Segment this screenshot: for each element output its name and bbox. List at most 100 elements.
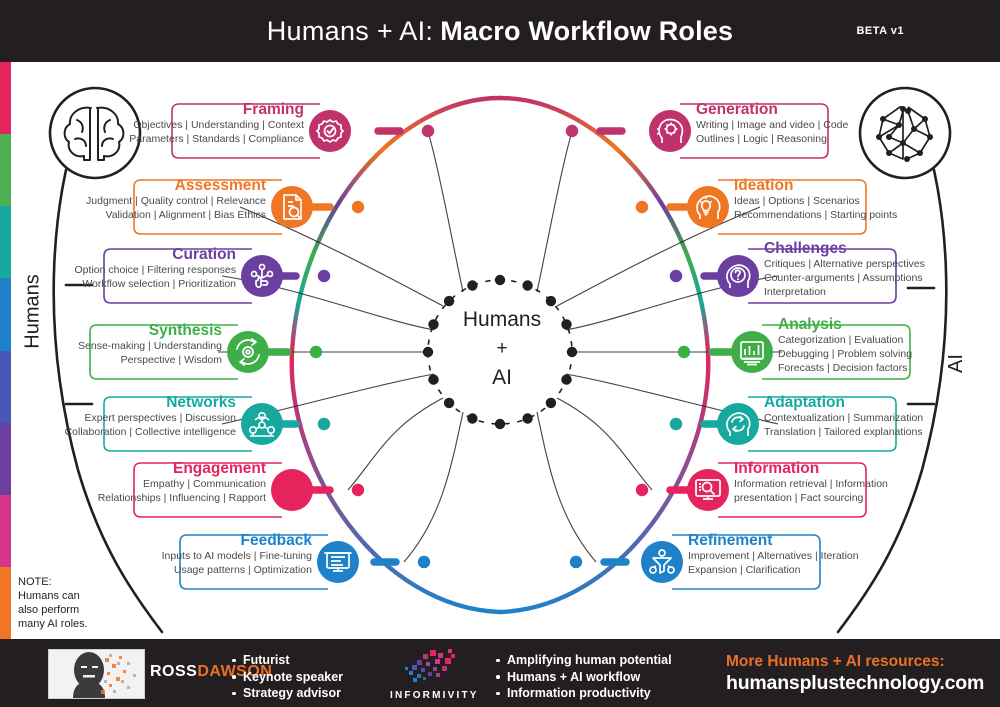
role-icon-information[interactable] [687, 469, 729, 511]
role-desc-line-2: Collaboration | Collective intelligence [64, 426, 236, 439]
connector-node-dot [421, 124, 435, 138]
connector-node-dot [569, 555, 583, 569]
hub-perimeter-dot [545, 295, 557, 307]
footer-bullet-right-1: Amplifying human potential [496, 652, 672, 669]
role-desc-line-3: Interpretation [764, 285, 826, 298]
role-icon-generation[interactable] [649, 110, 691, 152]
color-strip [0, 62, 11, 639]
role-icon-framing[interactable] [309, 110, 351, 152]
role-title: Curation [172, 246, 236, 263]
role-desc-line-1: Expert perspectives | Discussion [84, 412, 236, 424]
hub-perimeter-dot [467, 280, 478, 291]
role-desc-line-1: Inputs to AI models | Fine-tuning [161, 550, 312, 562]
hub-perimeter-dot [522, 413, 533, 424]
role-desc-line-2: Debugging | Problem solving [778, 347, 913, 360]
role-title: Refinement [688, 532, 773, 549]
hub-perimeter-dot [522, 280, 533, 291]
footer-bullet-left-3: Strategy advisor [232, 685, 343, 702]
hub-perimeter-dot [545, 397, 557, 409]
role-desc-line-2: Relationships | Influencing | Rapport [97, 492, 266, 505]
role-icons [227, 110, 773, 583]
page-title-bold: Macro Workflow Roles [440, 15, 734, 46]
connector-node-dot [309, 345, 323, 359]
role-bracket [171, 103, 320, 159]
role-bracket [748, 248, 897, 304]
role-desc-line-2: Outlines | Logic | Reasoning [696, 133, 827, 146]
connector-node-dot [669, 269, 683, 283]
role-icon-adaptation[interactable] [717, 403, 759, 445]
footer-bullet-right-3: Information productivity [496, 685, 672, 702]
brand-first: ROSS [150, 663, 198, 680]
role-desc-line-2: presentation | Fact sourcing [734, 492, 864, 505]
hub-perimeter-dot [467, 413, 478, 424]
hub-perimeter-dot [422, 346, 434, 358]
role-bracket [103, 396, 252, 452]
connector-node-dot [677, 345, 691, 359]
footer-bullets-right: Amplifying human potential Humans + AI w… [496, 652, 672, 702]
strip-segment [0, 350, 11, 423]
role-icon-ideation[interactable] [687, 186, 729, 228]
resources-url-link[interactable]: humansplustechnology.com [726, 672, 985, 694]
role-icon-refinement[interactable] [641, 541, 683, 583]
role-icon-curation[interactable] [241, 255, 283, 297]
role-title: Framing [242, 101, 304, 118]
footer-bullet-left-2: Keynote speaker [232, 669, 343, 686]
role-icon-networks[interactable] [241, 403, 283, 445]
role-icon-challenges[interactable] [717, 255, 759, 297]
role-desc-line-2: Expansion | Clarification [688, 564, 801, 577]
role-desc-line-1: Ideas | Options | Scenarios [734, 195, 860, 207]
role-icon-analysis[interactable] [731, 331, 773, 373]
role-title: Adaptation [764, 394, 845, 411]
footer-bar: ROSSDAWSON Futurist Keynote speaker Stra… [0, 639, 1000, 707]
hub-perimeter-dot [443, 295, 455, 307]
role-desc-line-1: Writing | Image and video | Code [696, 119, 849, 131]
role-desc-line-1: Empathy | Communication [143, 478, 266, 490]
role-desc-line-1: Contextualization | Summarization [764, 412, 924, 424]
side-label-ai: AI [944, 354, 967, 373]
ross-dawson-wordmark: ROSSDAWSON [150, 663, 272, 681]
strip-segment [0, 62, 11, 135]
role-title: Networks [166, 394, 236, 411]
role-desc-line-2: Counter-arguments | Assumptions [764, 271, 923, 284]
informivity-logo: INFORMIVITY [390, 648, 478, 701]
hub-line-ai: AI [492, 366, 512, 389]
role-desc-line-2: Perspective | Wisdom [120, 354, 222, 367]
outer-brackets [52, 86, 948, 634]
connector-node-dot [565, 124, 579, 138]
hub-label: Humans + AI [437, 305, 567, 392]
role-title: Challenges [764, 239, 847, 257]
hub-line-humans: Humans [462, 308, 542, 331]
main-ellipse [289, 95, 711, 615]
role-desc-line-2: Usage patterns | Optimization [173, 564, 312, 577]
connector-node-dot [635, 483, 649, 497]
role-icon-feedback[interactable] [317, 541, 359, 583]
note-label: NOTE: [18, 576, 52, 588]
role-bracket [680, 103, 829, 159]
role-icon-engagement[interactable] [271, 469, 313, 511]
role-bracket [103, 248, 252, 304]
role-title: Information [734, 460, 820, 477]
role-title: Ideation [734, 177, 794, 194]
role-icon-synthesis[interactable] [227, 331, 269, 373]
page-title-light: Humans + AI: [266, 15, 434, 46]
informivity-name: INFORMIVITY [390, 690, 479, 701]
connector-node-dot [669, 417, 683, 431]
role-desc-line-1: Categorization | Evaluation [778, 333, 904, 346]
role-title: Assessment [174, 177, 266, 194]
role-icon-assessment[interactable] [271, 186, 313, 228]
role-desc-line-1: Improvement | Alternatives | Iteration [688, 550, 859, 562]
role-bracket [718, 462, 867, 518]
beta-badge: BETA v1 [856, 25, 904, 37]
strip-segment [0, 206, 11, 279]
role-desc-line-1: Option choice | Filtering responses [74, 264, 236, 276]
role-desc-line-1: Objectives | Understanding | Context [133, 119, 304, 131]
